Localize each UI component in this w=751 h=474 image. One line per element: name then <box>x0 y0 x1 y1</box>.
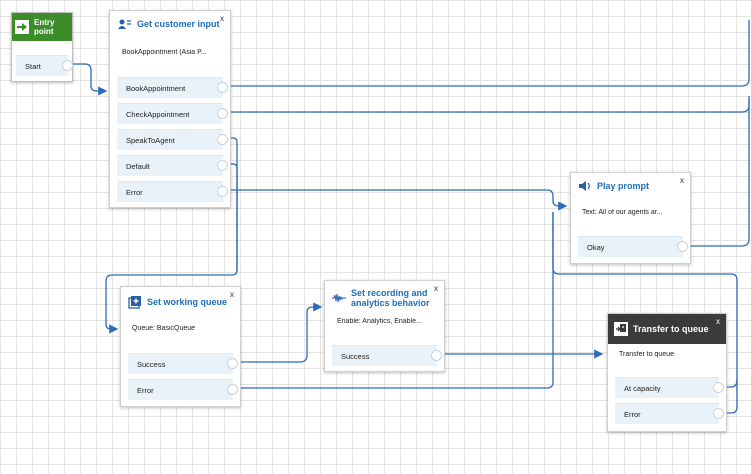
branch-label: Error <box>137 386 154 395</box>
branch-speaktoagent[interactable]: SpeakToAgent <box>117 129 228 150</box>
set-working-queue-title: Set working queue <box>147 297 228 307</box>
transfer-to-queue-title: Transfer to queue <box>633 324 709 334</box>
branch-at-capacity[interactable]: At capacity <box>615 377 724 398</box>
branch-connector-dot[interactable] <box>431 350 442 361</box>
branch-label: SpeakToAgent <box>126 136 175 145</box>
set-recording-subtitle: Enable: Analytics, Enable... <box>337 318 422 325</box>
connector-bookappointment <box>230 20 750 87</box>
get-customer-input-block[interactable]: Get customer input x BookAppointment (As… <box>109 10 231 208</box>
get-customer-input-header: Get customer input x <box>110 11 230 37</box>
set-recording-header: Set recording and analytics behavior x <box>325 281 444 311</box>
branch-connector-dot[interactable] <box>217 82 228 93</box>
play-prompt-title: Play prompt <box>597 181 650 191</box>
connector-okay <box>685 100 750 247</box>
connector-queue-success <box>232 302 323 363</box>
set-working-queue-block[interactable]: Set working queue x Queue: BasicQueue Su… <box>120 286 241 407</box>
branch-label: CheckAppointment <box>126 110 190 119</box>
branch-label: Success <box>137 360 166 369</box>
branch-label: Success <box>341 352 370 361</box>
branch-connector-dot[interactable] <box>217 186 228 197</box>
close-icon[interactable]: x <box>716 317 720 326</box>
transfer-to-queue-block[interactable]: Transfer to queue x Transfer to queue At… <box>607 313 727 432</box>
play-prompt-block[interactable]: Play prompt x Text: All of our agents ar… <box>570 172 691 264</box>
entry-point-header: Entry point <box>12 13 72 41</box>
connector-checkappointment <box>230 96 750 113</box>
branch-checkappointment[interactable]: CheckAppointment <box>117 103 228 124</box>
branch-success[interactable]: Success <box>128 353 238 374</box>
branch-label: BookAppointment <box>126 84 186 93</box>
branch-default[interactable]: Default <box>117 155 228 176</box>
transfer-to-queue-subtitle: Transfer to queue <box>619 351 674 358</box>
branch-connector-dot[interactable] <box>217 108 228 119</box>
close-icon[interactable]: x <box>230 290 234 299</box>
branch-error[interactable]: Error <box>117 181 228 202</box>
play-prompt-header: Play prompt x <box>571 173 690 199</box>
set-recording-block[interactable]: Set recording and analytics behavior x E… <box>324 280 445 372</box>
close-icon[interactable]: x <box>434 284 438 293</box>
get-customer-input-title: Get customer input <box>137 19 220 29</box>
branch-error[interactable]: Error <box>615 403 724 424</box>
play-prompt-subtitle: Text: All of our agents ar... <box>582 209 663 216</box>
get-customer-input-subtitle: BookAppointment (Asia P... <box>122 49 207 56</box>
queue-plus-icon <box>128 295 142 309</box>
branch-connector-dot[interactable] <box>217 160 228 171</box>
branch-connector-dot[interactable] <box>677 241 688 252</box>
customer-input-icon <box>118 17 132 31</box>
branch-bookappointment[interactable]: BookAppointment <box>117 77 228 98</box>
branch-connector-dot[interactable] <box>227 384 238 395</box>
waveform-icon <box>332 291 346 305</box>
transfer-icon <box>614 322 628 336</box>
branch-label: At capacity <box>624 384 661 393</box>
entry-point-block[interactable]: Entry point Start <box>11 12 73 82</box>
branch-connector-dot[interactable] <box>713 382 724 393</box>
connector-error-input <box>230 189 568 211</box>
connector-default <box>230 163 238 270</box>
branch-label: Error <box>126 188 143 197</box>
set-working-queue-subtitle: Queue: BasicQueue <box>132 325 196 332</box>
transfer-to-queue-header: Transfer to queue x <box>608 314 726 344</box>
start-branch[interactable]: Start <box>16 55 73 76</box>
branch-connector-dot[interactable] <box>713 408 724 419</box>
start-label: Start <box>25 62 41 71</box>
branch-connector-dot[interactable] <box>227 358 238 369</box>
branch-error[interactable]: Error <box>128 379 238 400</box>
arrow-right-icon <box>15 20 29 34</box>
close-icon[interactable]: x <box>220 14 224 23</box>
start-connector-dot[interactable] <box>62 60 73 71</box>
set-working-queue-header: Set working queue x <box>121 287 240 317</box>
set-recording-title: Set recording and analytics behavior <box>351 288 430 308</box>
close-icon[interactable]: x <box>680 176 684 185</box>
branch-label: Default <box>126 162 150 171</box>
branch-connector-dot[interactable] <box>217 134 228 145</box>
branch-okay[interactable]: Okay <box>578 236 688 257</box>
branch-label: Error <box>624 410 641 419</box>
branch-label: Okay <box>587 243 605 252</box>
branch-success[interactable]: Success <box>332 345 442 366</box>
speaker-icon <box>578 179 592 193</box>
entry-point-title: Entry point <box>34 18 55 36</box>
